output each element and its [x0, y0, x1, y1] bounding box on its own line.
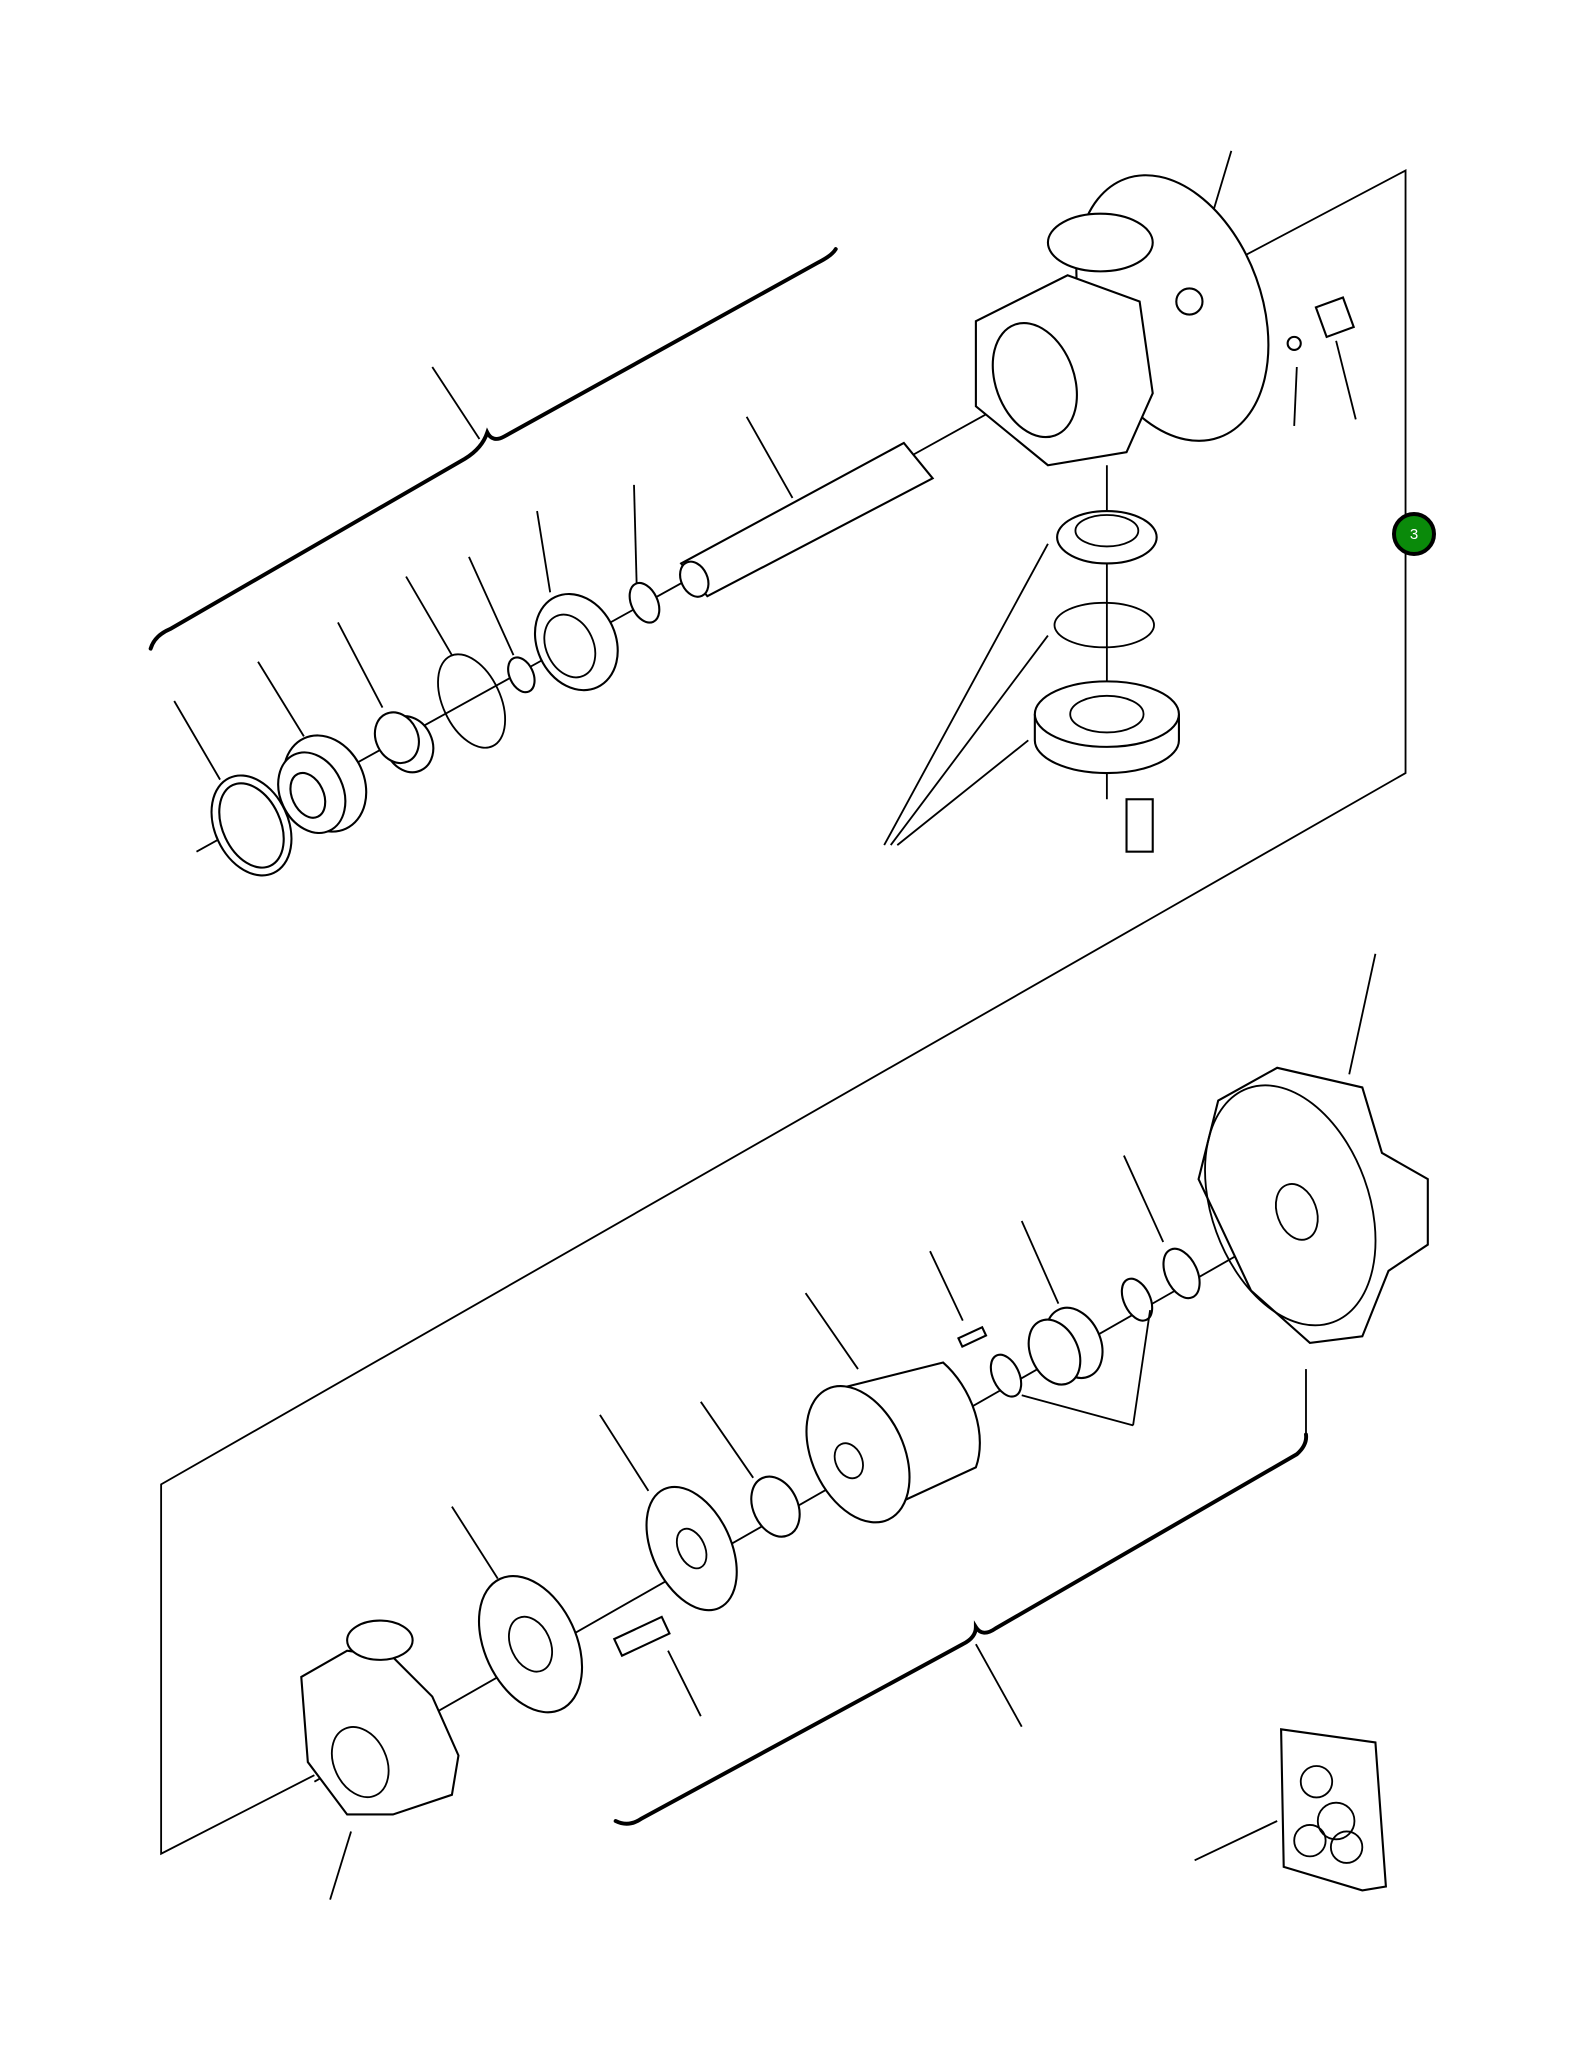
group-bracket-bottom: [613, 1432, 1309, 1826]
end-cap: [300, 1649, 460, 1816]
assembly-frame: [160, 168, 1407, 1856]
arrows-top: [883, 543, 1049, 846]
cylinder-block: [805, 1361, 981, 1524]
leader-lines-top: [173, 150, 1357, 781]
shaft-axis-bottom: [313, 1224, 1291, 1783]
group-bracket-top: [148, 247, 838, 651]
rear-housing: [1197, 1066, 1429, 1344]
callout-badge[interactable]: 3: [1392, 512, 1436, 556]
leader-lines-bottom: [329, 953, 1377, 1900]
motor-housing: [974, 174, 1356, 467]
seal-kit: [1280, 1728, 1388, 1892]
